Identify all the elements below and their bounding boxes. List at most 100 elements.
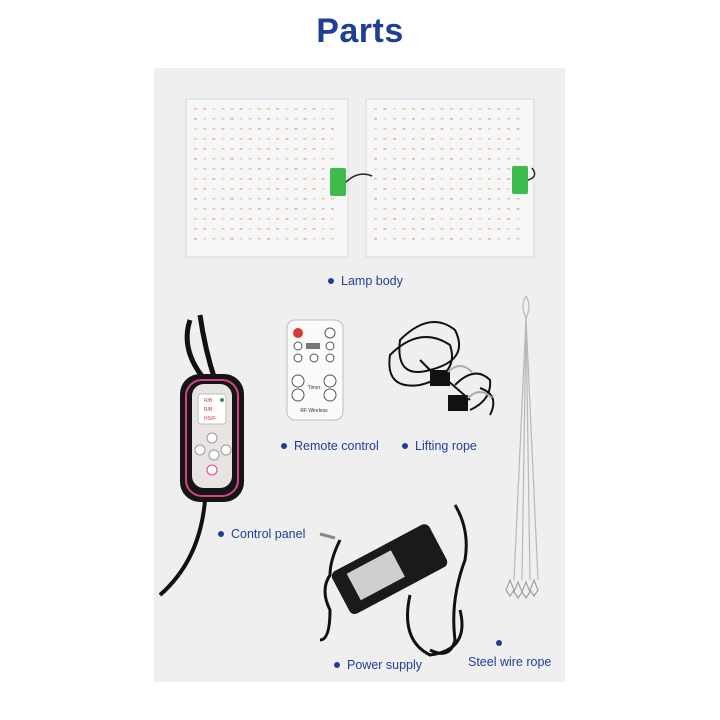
led-chip	[440, 228, 444, 230]
led-chip	[383, 148, 387, 150]
led-chip	[440, 158, 444, 160]
led-chip	[507, 148, 510, 150]
control-panel-label: Control panel	[218, 527, 305, 541]
steel-wire-rope-dot	[496, 640, 502, 646]
led-chip	[440, 198, 444, 200]
led-chip	[303, 218, 307, 220]
led-chip	[267, 128, 270, 130]
led-chip	[267, 148, 270, 150]
led-chip	[285, 148, 289, 150]
led-chip	[303, 198, 307, 200]
led-chip	[450, 238, 453, 240]
led-chip	[488, 158, 491, 160]
led-chip	[257, 108, 261, 110]
led-chip	[276, 108, 280, 110]
led-chip	[276, 208, 280, 210]
led-chip	[488, 188, 491, 190]
led-chip	[488, 138, 491, 140]
led-chip	[303, 118, 307, 120]
led-chip	[257, 198, 261, 200]
bullet-dot	[334, 661, 340, 668]
led-chip	[230, 148, 234, 150]
led-chip	[393, 168, 396, 170]
control-mode-3: HS/F	[204, 416, 215, 422]
led-chip	[312, 228, 316, 230]
led-chip	[450, 178, 453, 180]
led-chip	[203, 108, 207, 110]
led-chip	[276, 238, 280, 240]
led-chip	[276, 228, 280, 230]
led-chip	[221, 118, 225, 120]
led-chip	[450, 118, 453, 120]
led-chip	[267, 118, 270, 120]
led-chip	[203, 218, 207, 220]
led-chip	[257, 158, 261, 160]
led-chip	[421, 168, 425, 170]
led-chip	[383, 218, 387, 220]
led-chip	[239, 208, 243, 210]
led-chip	[321, 188, 325, 190]
led-chip	[459, 118, 463, 120]
led-chip	[507, 158, 510, 160]
led-chip	[478, 118, 482, 120]
led-chip	[431, 108, 434, 110]
led-chip	[221, 228, 225, 230]
led-chip	[383, 158, 387, 160]
led-chip	[497, 198, 501, 200]
led-chip	[478, 108, 482, 110]
led-chip	[459, 188, 463, 190]
led-chip	[212, 188, 216, 190]
led-chip	[469, 108, 472, 110]
led-chip	[330, 108, 334, 110]
led-chip	[383, 168, 387, 170]
led-chip	[393, 198, 396, 200]
led-chip	[194, 228, 197, 230]
led-chip	[507, 228, 510, 230]
led-chip	[212, 228, 216, 230]
led-chip	[285, 188, 289, 190]
led-chip	[507, 198, 510, 200]
led-chip	[402, 238, 406, 240]
led-chip	[294, 108, 298, 110]
led-chip	[257, 238, 261, 240]
led-chip	[459, 198, 463, 200]
led-chip	[221, 238, 225, 240]
led-chip	[239, 168, 243, 170]
led-chip	[383, 178, 387, 180]
led-chip	[294, 198, 298, 200]
led-chip	[469, 148, 472, 150]
led-chip	[248, 168, 252, 170]
led-chip	[440, 238, 444, 240]
led-chip	[276, 198, 280, 200]
led-chip	[194, 128, 197, 130]
led-chip	[267, 138, 270, 140]
led-chip	[507, 128, 510, 130]
led-chip	[383, 128, 387, 130]
led-chip	[257, 138, 261, 140]
led-chip	[421, 178, 425, 180]
led-chip	[285, 158, 289, 160]
led-chip	[478, 138, 482, 140]
led-chip	[276, 168, 280, 170]
led-chip	[321, 158, 325, 160]
led-chip	[312, 128, 316, 130]
led-chip	[257, 188, 261, 190]
led-chip	[440, 168, 444, 170]
led-chip	[248, 188, 252, 190]
led-chip	[230, 138, 234, 140]
led-chip	[393, 178, 396, 180]
led-chip	[393, 218, 396, 220]
led-chip	[257, 168, 261, 170]
led-chip	[248, 228, 252, 230]
led-chip	[212, 198, 216, 200]
remote-control-label: Remote control	[281, 439, 379, 453]
led-chip	[203, 228, 207, 230]
led-chip	[257, 128, 261, 130]
remote-control-image: Timer RF Wireless	[286, 319, 344, 421]
led-chip	[440, 108, 444, 110]
led-chip	[469, 138, 472, 140]
led-chip	[459, 158, 463, 160]
led-chip	[421, 218, 425, 220]
led-chip	[478, 168, 482, 170]
led-chip	[221, 148, 225, 150]
